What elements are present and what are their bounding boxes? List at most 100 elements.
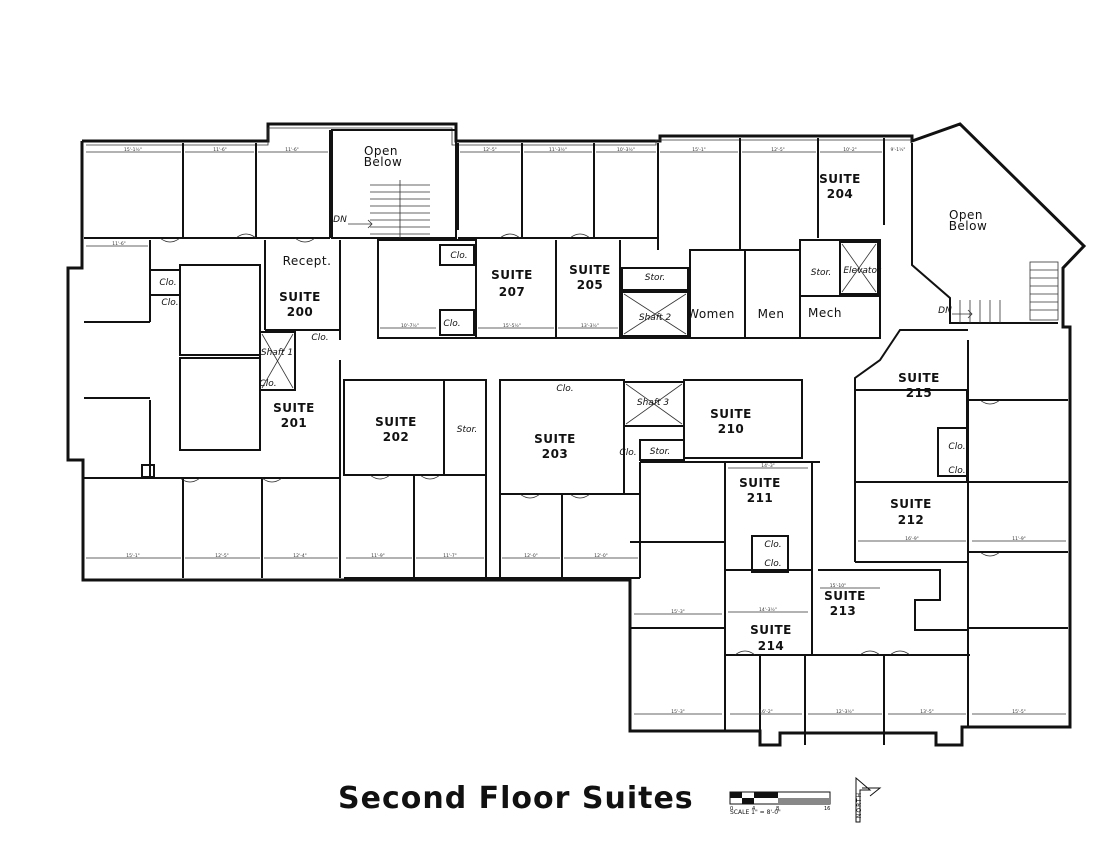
suite-205-label: SUITE — [569, 263, 611, 277]
clo-label-9: Clo. — [948, 442, 965, 452]
dimension-label: 14'-3½" — [759, 606, 777, 613]
dimension-label: 9'-1½" — [890, 146, 905, 153]
suite-212-label: SUITE — [890, 497, 932, 511]
suite-200-label: SUITE — [279, 290, 321, 304]
suite-207-number: 207 — [499, 285, 526, 299]
dimension-label: 15'-1" — [126, 553, 140, 559]
suite-201-number: 201 — [281, 416, 308, 430]
scale-tick: 8 — [776, 806, 779, 812]
dimension-label: 11'-3½" — [549, 146, 567, 153]
women-label: Women — [687, 307, 735, 321]
dimension-label: 15'-5½" — [503, 322, 521, 329]
suite-labels: SUITE 200 SUITE 201 SUITE 202 SUITE 203 … — [273, 172, 940, 653]
scale-tick: 16 — [824, 806, 830, 812]
dimension-label: 14'-3" — [761, 463, 775, 469]
clo-label-1: Clo. — [159, 278, 176, 288]
scale-tick: 0 — [730, 806, 733, 812]
shaft3-label: Shaft 3 — [637, 398, 669, 408]
interior-walls — [84, 129, 1068, 745]
dn-label-2: DN — [938, 306, 952, 316]
mech-label: Mech — [808, 306, 842, 320]
dimension-lines: 15'-1½" 11'-6" 11'-6" 12'-5" 11'-3½" 10'… — [86, 146, 1066, 715]
shaft2-label: Shaft 2 — [639, 313, 671, 323]
dimension-label: 10'-2" — [843, 147, 857, 153]
suite-203-number: 203 — [542, 447, 569, 461]
suite-213-number: 213 — [830, 604, 857, 618]
suite-204-number: 204 — [827, 187, 854, 201]
clo-label-11: Clo. — [764, 540, 781, 550]
suite-212-number: 212 — [898, 513, 925, 527]
suite-214-number: 214 — [758, 639, 785, 653]
door-swings — [159, 233, 1001, 656]
dimension-label: 13'-5" — [920, 709, 934, 715]
dimension-label: 10'-7½" — [401, 322, 419, 329]
stor-label-1: Stor. — [645, 273, 665, 283]
suite-207-label: SUITE — [491, 268, 533, 282]
dimension-label: 13'-3½" — [581, 322, 599, 329]
suite-210-number: 210 — [718, 422, 745, 436]
clo-label-8: Clo. — [619, 448, 636, 458]
suite-215-label: SUITE — [898, 371, 940, 385]
north-label: NORTH — [856, 792, 863, 819]
suite-203-label: SUITE — [534, 432, 576, 446]
stor-label-2: Stor. — [811, 268, 831, 278]
suite-211-number: 211 — [747, 491, 774, 505]
dimension-label: 12'-0" — [524, 553, 538, 559]
dimension-label: 11'-7" — [443, 553, 457, 559]
elevator-label: Elevator — [843, 266, 882, 276]
dimension-label: 15'-3" — [671, 609, 685, 615]
suite-200-number: 200 — [287, 305, 314, 319]
dimension-label: 12'-0" — [594, 553, 608, 559]
dimension-label: 15'-1½" — [124, 146, 142, 153]
dimension-label: 10'-3½" — [617, 146, 635, 153]
suite-202-label: SUITE — [375, 415, 417, 429]
open-below-label-1a: Open — [364, 144, 398, 158]
suite-215-number: 215 — [906, 386, 933, 400]
suite-211-label: SUITE — [739, 476, 781, 490]
stor-label-4: Stor. — [650, 447, 670, 457]
dimension-label: 12'-5" — [483, 147, 497, 153]
dimension-label: 15'-3" — [671, 709, 685, 715]
shaft1-label: Shaft 1 — [261, 348, 293, 358]
suite-205-number: 205 — [577, 278, 604, 292]
clo-label-2: Clo. — [161, 298, 178, 308]
dimension-label: 15'-5" — [1012, 709, 1026, 715]
plan-title: Second Floor Suites — [338, 781, 694, 816]
scale-tick: 4 — [752, 806, 755, 812]
stor-label-3: Stor. — [457, 425, 477, 435]
north-arrow-icon — [855, 776, 882, 823]
suite-213-label: SUITE — [824, 589, 866, 603]
clo-label-4: Clo. — [259, 379, 276, 389]
dimension-label: 16'-2" — [759, 709, 773, 715]
stair-right — [959, 269, 1058, 323]
suite-214-label: SUITE — [750, 623, 792, 637]
clo-label-6: Clo. — [443, 319, 460, 329]
clo-label-7: Clo. — [556, 384, 573, 394]
open-below-label-2a: Open — [949, 208, 983, 222]
exterior-walls — [66, 122, 1087, 747]
clo-label-5: Clo. — [450, 251, 467, 261]
dimension-label: 11'-6" — [285, 147, 299, 153]
dimension-label: 12'-5" — [771, 147, 785, 153]
suite-201-label: SUITE — [273, 401, 315, 415]
dimension-label: 11'-9" — [1012, 536, 1026, 542]
open-below-label-1b: Below — [364, 155, 403, 169]
clo-label-12: Clo. — [764, 559, 781, 569]
dimension-label: 12'-4" — [293, 553, 307, 559]
dimension-label: 12'-5" — [215, 553, 229, 559]
dn-label-1: DN — [333, 215, 347, 225]
recept-label: Recept. — [283, 254, 332, 268]
room-labels: Open Below Open Below DN DN Recept. Clo.… — [159, 144, 986, 569]
scale-bar: 0 4 8 16 — [729, 791, 831, 812]
dimension-label: 12'-3½" — [836, 708, 854, 715]
clo-label-10: Clo. — [948, 466, 965, 476]
dimension-label: 15'-1" — [692, 147, 706, 153]
men-label: Men — [758, 307, 785, 321]
dimension-label: 16'-9" — [905, 536, 919, 542]
suite-202-number: 202 — [383, 430, 410, 444]
suite-204-label: SUITE — [819, 172, 861, 186]
dimension-label: 11'-6" — [112, 241, 126, 247]
dn-arrows — [348, 219, 973, 319]
